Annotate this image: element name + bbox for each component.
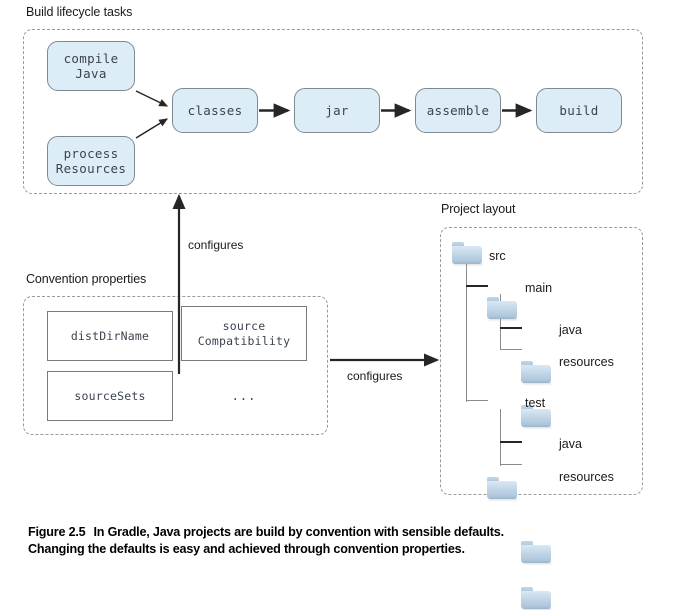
folder-icon-main-java <box>521 361 551 384</box>
configures-horizontal-label: configures <box>347 369 403 383</box>
figure-number: Figure 2.5 <box>28 525 86 539</box>
configures-vertical-label: configures <box>188 238 244 252</box>
folder-icon-src <box>452 242 482 265</box>
property-box-dist-dir-name[interactable]: distDirName <box>47 311 173 361</box>
tree-label-src[interactable]: src <box>489 249 506 263</box>
tree-line-test-trunk <box>500 409 502 466</box>
build-lifecycle-tasks-label: Build lifecycle tasks <box>26 5 133 19</box>
task-node-process-resources[interactable]: process Resources <box>47 136 135 186</box>
tree-label-test-resources[interactable]: resources <box>559 470 614 484</box>
tree-label-main[interactable]: main <box>525 281 553 295</box>
tree-line-main-to-resources <box>500 349 522 351</box>
tree-line-main-to-java <box>500 327 522 329</box>
tree-label-test[interactable]: test <box>525 396 546 410</box>
tree-line-test-to-java <box>500 441 522 443</box>
tree-line-src-to-test <box>466 400 488 402</box>
figure-caption-line2: Changing the defaults is easy and achiev… <box>28 542 465 556</box>
folder-icon-main <box>487 297 517 320</box>
task-node-assemble[interactable]: assemble <box>415 88 501 133</box>
tree-line-src-to-main <box>466 285 488 287</box>
property-source-compatibility-line2: Compatibility <box>197 333 291 348</box>
tree-line-test-to-resources <box>500 464 522 466</box>
tree-label-test-java[interactable]: java <box>559 437 582 451</box>
folder-icon-test-resources <box>521 587 551 610</box>
task-process-resources-line2: Resources <box>55 161 127 176</box>
folder-icon-test-java <box>521 541 551 564</box>
task-compile-java-line1: compile <box>63 51 119 66</box>
build-lifecycle-tasks-container <box>23 29 643 194</box>
task-process-resources-line1: process <box>63 146 119 161</box>
task-node-classes[interactable]: classes <box>172 88 258 133</box>
task-compile-java-line2: Java <box>75 66 107 81</box>
tree-line-src-trunk <box>466 262 468 402</box>
figure-caption: Figure 2.5 In Gradle, Java projects are b… <box>28 524 658 558</box>
tree-line-main-trunk <box>500 294 502 350</box>
tree-label-main-java[interactable]: java <box>559 323 582 337</box>
property-box-source-compatibility[interactable]: source Compatibility <box>181 306 307 361</box>
folder-icon-test <box>487 477 517 500</box>
property-box-source-sets[interactable]: sourceSets <box>47 371 173 421</box>
task-node-compile-java[interactable]: compile Java <box>47 41 135 91</box>
property-ellipsis: ... <box>231 389 257 403</box>
figure-caption-line1: In Gradle, Java projects are build by co… <box>93 525 505 539</box>
project-layout-container <box>440 227 643 495</box>
tree-label-main-resources[interactable]: resources <box>559 355 614 369</box>
convention-properties-container <box>23 296 328 435</box>
convention-properties-label: Convention properties <box>26 272 147 286</box>
folder-icon-main-resources <box>521 405 551 428</box>
property-source-compatibility-line1: source <box>222 318 266 333</box>
project-layout-label: Project layout <box>441 202 516 216</box>
task-node-jar[interactable]: jar <box>294 88 380 133</box>
task-node-build[interactable]: build <box>536 88 622 133</box>
